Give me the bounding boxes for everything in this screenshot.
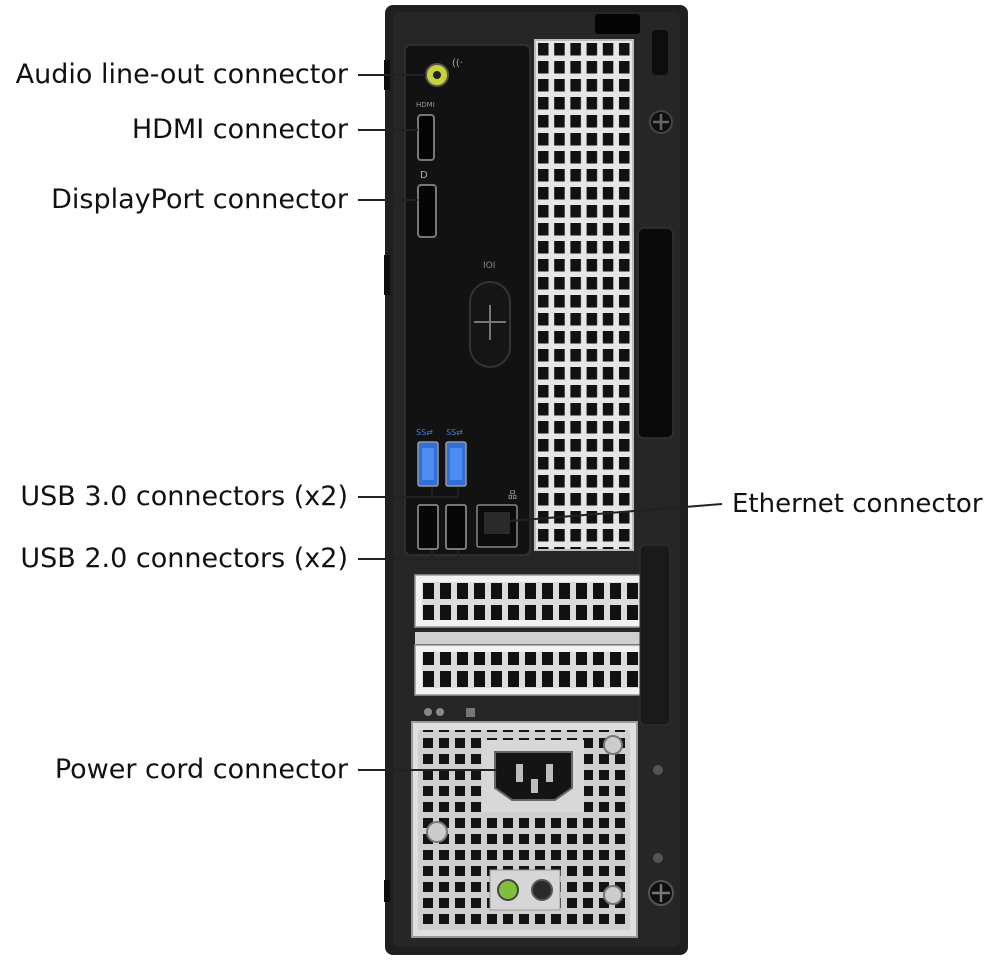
side-latch — [637, 227, 674, 439]
top-handle-slot — [595, 14, 640, 34]
usb2-callout: USB 2.0 connectors (x2) — [20, 543, 348, 574]
usb-port-icon — [445, 504, 467, 550]
power-callout: Power cord connector — [54, 754, 348, 785]
hdmi-port-icon — [417, 114, 435, 161]
svg-text:SS⇄: SS⇄ — [416, 428, 433, 437]
svg-text:HDMI: HDMI — [416, 101, 435, 109]
ethernet-callout: Ethernet connector — [732, 489, 983, 519]
usb-port-icon — [417, 504, 439, 550]
psu-test-button — [531, 879, 553, 901]
screw-icon — [603, 885, 623, 905]
displayport-callout: DisplayPort connector — [51, 184, 348, 215]
svg-text:SS⇄: SS⇄ — [446, 428, 463, 437]
screw-icon — [426, 821, 448, 843]
screw-icon — [603, 735, 623, 755]
psu-led — [497, 879, 519, 901]
svg-text:品: 品 — [508, 490, 517, 501]
svg-text:D: D — [420, 170, 428, 181]
leader-lines — [358, 74, 723, 771]
hdmi-callout: HDMI connector — [131, 114, 348, 145]
audio-callout: Audio line-out connector — [15, 59, 348, 90]
io-panel — [404, 44, 531, 556]
svg-text:((·: ((· — [452, 58, 463, 69]
ethernet-leader — [509, 503, 723, 522]
usb3-callout: USB 3.0 connectors (x2) — [20, 481, 348, 512]
displayport-port-icon — [417, 184, 437, 238]
svg-text:IOI: IOI — [483, 261, 495, 271]
top-vent-grille — [534, 39, 634, 551]
